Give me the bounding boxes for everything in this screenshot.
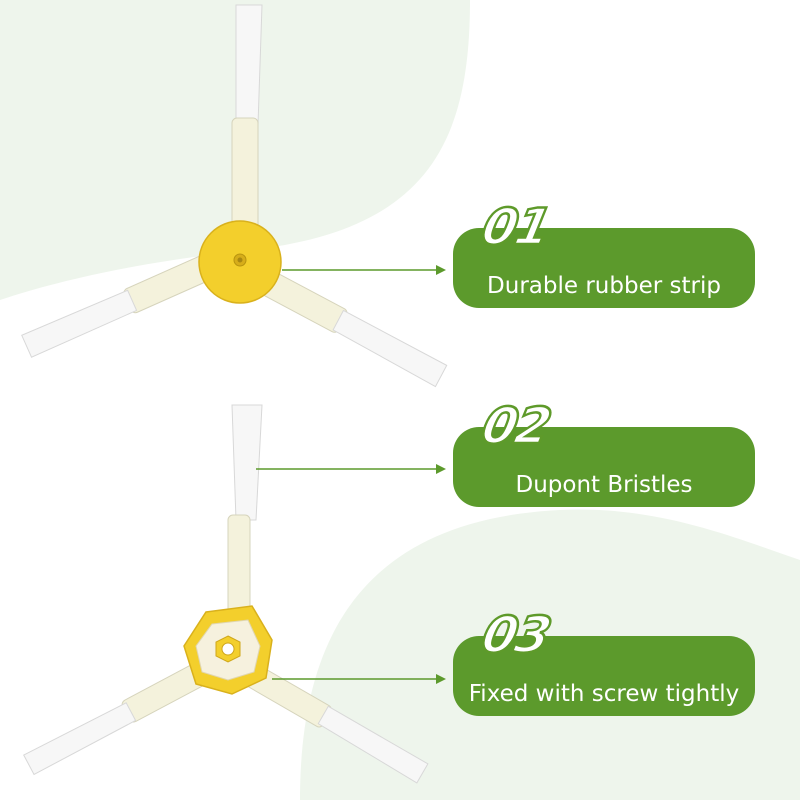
feature-label: Fixed with screw tightly [468, 681, 740, 707]
pointer-line-3 [272, 674, 446, 684]
feature-pill [453, 228, 755, 308]
feature-pill [453, 636, 755, 716]
brush-arm-top-back [227, 404, 263, 626]
feature-pill [453, 427, 755, 507]
feature-number: 01 [476, 197, 556, 258]
feature-label: Durable rubber strip [487, 273, 721, 299]
side-brush-back [23, 404, 429, 784]
feature-number: 03 [476, 605, 556, 666]
feature-label: Dupont Bristles [515, 472, 693, 498]
side-brush-front [21, 4, 448, 388]
pointer-line-1 [282, 265, 446, 275]
pointer-line-2 [256, 464, 446, 474]
brush-arm-top [231, 4, 263, 237]
feature-number: 02 [476, 396, 556, 457]
